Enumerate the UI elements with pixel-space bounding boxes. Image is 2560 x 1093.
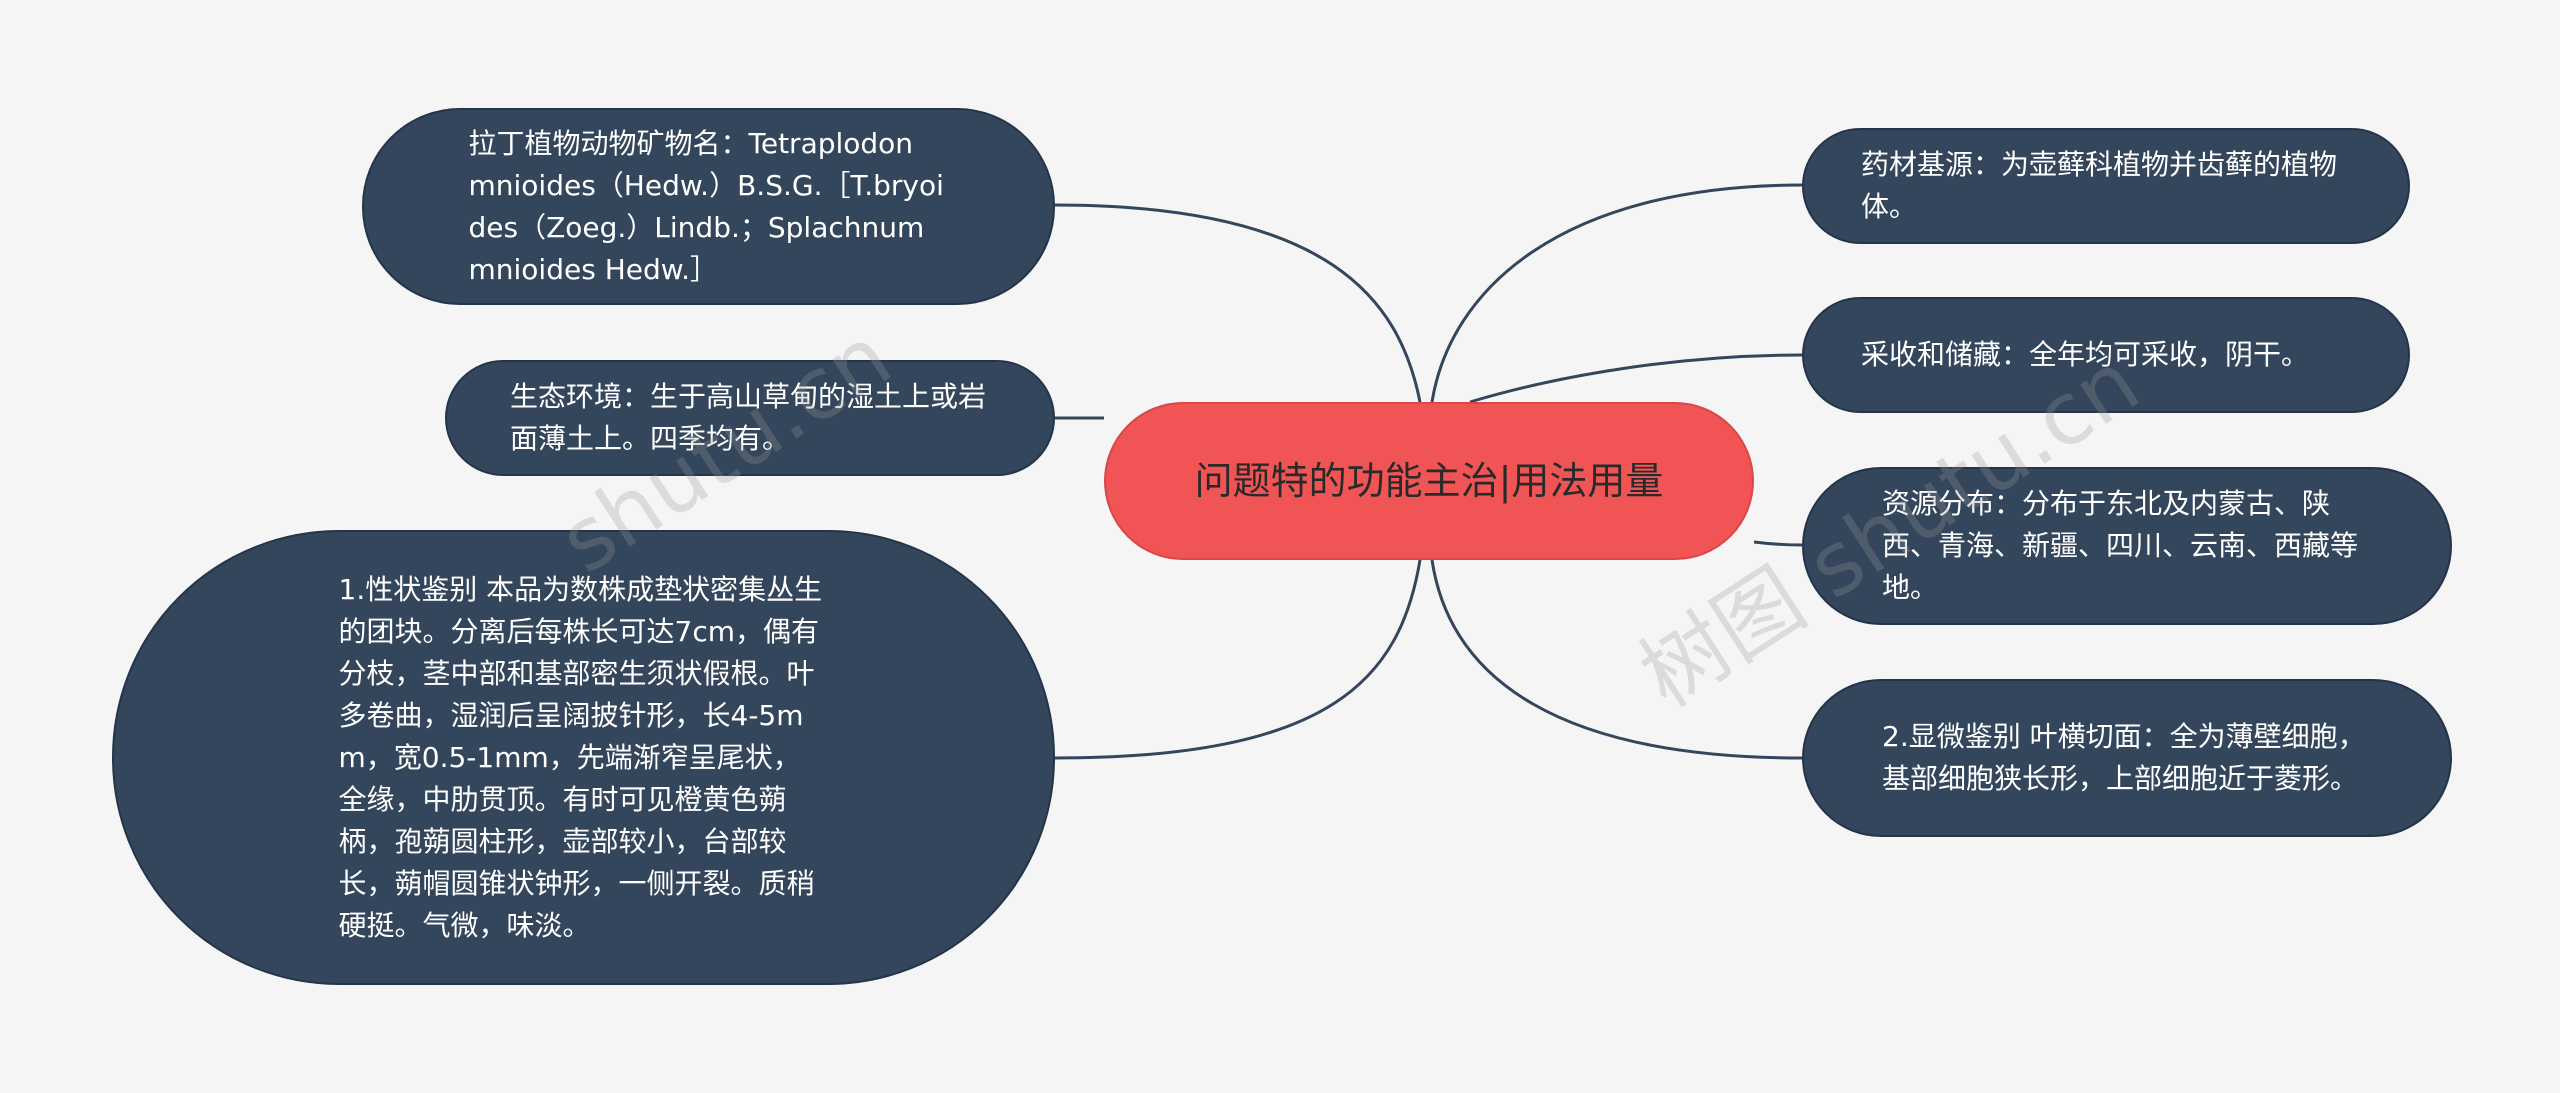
center-topic[interactable]: 问题特的功能主治|用法用量 [1104,402,1754,560]
node-harvest[interactable]: 采收和储藏：全年均可采收，阴干。 [1802,297,2410,413]
node-source-text: 药材基源：为壶藓科植物并齿藓的植物体。 [1861,148,2338,223]
node-distribution[interactable]: 资源分布：分布于东北及内蒙古、陕西、青海、新疆、四川、云南、西藏等地。 [1802,467,2452,625]
node-identification[interactable]: 1.性状鉴别 本品为数株成垫状密集丛生的团块。分离后每株长可达7cm，偶有分枝，… [112,530,1055,985]
link-latin-name [1054,203,1422,403]
node-latin-name[interactable]: 拉丁植物动物矿物名：Tetraplodon mnioides（Hedw.）B.S… [362,108,1055,305]
node-ecology[interactable]: 生态环境：生于高山草甸的湿土上或岩面薄土上。四季均有。 [445,360,1055,476]
node-ecology-text: 生态环境：生于高山草甸的湿土上或岩面薄土上。四季均有。 [510,380,987,455]
node-microscopy-text: 2.显微鉴别 叶横切面：全为薄壁细胞，基部细胞狭长形，上部细胞近于菱形。 [1882,720,2366,795]
center-topic-text: 问题特的功能主治|用法用量 [1194,459,1664,503]
link-identification [1054,559,1422,760]
link-microscopy [1430,559,1803,760]
link-harvest [1469,353,1803,404]
node-latin-name-text: 拉丁植物动物矿物名：Tetraplodon mnioides（Hedw.）B.S… [468,126,944,286]
node-source[interactable]: 药材基源：为壶藓科植物并齿藓的植物体。 [1802,128,2410,244]
node-identification-text: 1.性状鉴别 本品为数株成垫状密集丛生的团块。分离后每株长可达7cm，偶有分枝，… [338,572,823,942]
node-microscopy[interactable]: 2.显微鉴别 叶横切面：全为薄壁细胞，基部细胞狭长形，上部细胞近于菱形。 [1802,679,2452,837]
link-distribution [1753,540,1803,547]
node-distribution-text: 资源分布：分布于东北及内蒙古、陕西、青海、新疆、四川、云南、西藏等地。 [1882,487,2359,604]
node-harvest-text: 采收和储藏：全年均可采收，阴干。 [1861,338,2310,371]
link-source [1430,183,1803,403]
